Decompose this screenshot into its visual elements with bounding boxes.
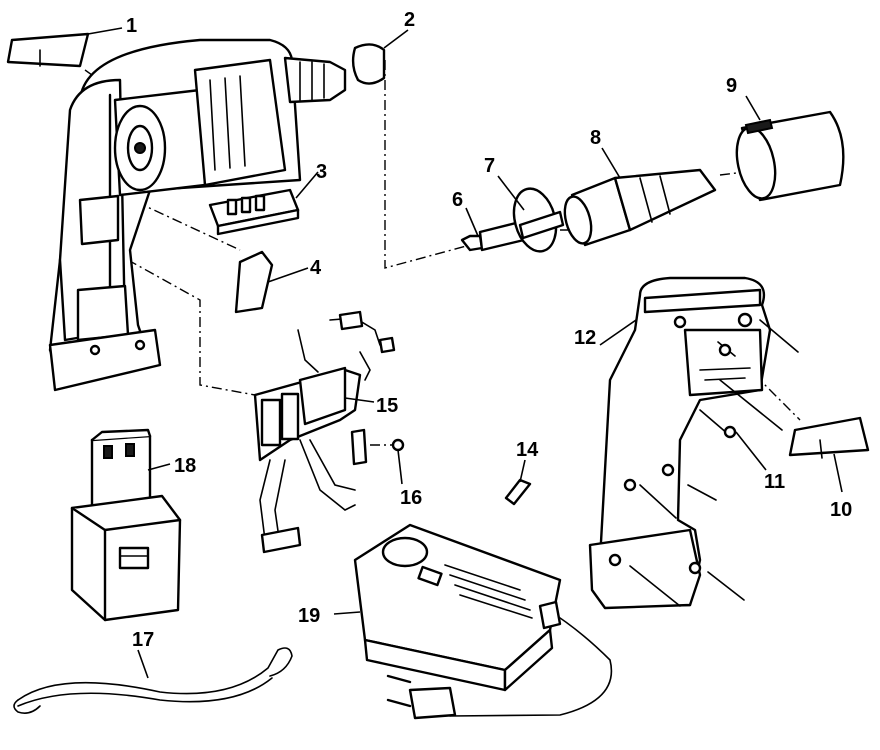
callout-15: 15	[376, 395, 398, 417]
callout-4: 4	[310, 257, 322, 279]
part-12-handle	[588, 276, 772, 610]
part-6-bit	[460, 220, 526, 252]
part-9-collar	[735, 110, 845, 202]
part-1-label-plate	[6, 32, 90, 68]
callout-2: 2	[404, 9, 415, 31]
callout-14: 14	[516, 439, 539, 461]
callout-11: 11	[764, 471, 785, 493]
part-15-switch-assembly	[253, 310, 396, 554]
callout-1: 1	[126, 15, 137, 37]
part-7-ring	[512, 187, 565, 253]
part-10-label-plate	[788, 416, 870, 459]
callout-7: 7	[484, 155, 495, 177]
part-19-charger	[353, 523, 613, 720]
part-4-latch	[234, 250, 274, 314]
callout-19: 19	[298, 605, 320, 627]
callout-3: 3	[316, 161, 327, 183]
leader-lines	[87, 27, 843, 679]
callout-8: 8	[590, 127, 601, 149]
part-14-bit	[504, 478, 532, 506]
callout-9: 9	[726, 75, 737, 97]
callout-10: 10	[830, 499, 852, 521]
part-8-sleeve	[563, 168, 717, 247]
callout-6: 6	[452, 189, 463, 211]
callout-16: 16	[400, 487, 422, 509]
part-3-switch-block	[208, 188, 300, 236]
callout-12: 12	[574, 327, 596, 349]
part-16-screw	[350, 428, 405, 466]
part-11-screws	[608, 312, 799, 607]
part-17-wrist-strap	[13, 647, 293, 714]
callout-18: 18	[174, 455, 196, 477]
part-2-cap	[351, 43, 386, 85]
part-18-battery	[70, 428, 182, 622]
callout-labels: 1 2 3 4 6 7 8 9 10 11 12 14 15 16 17 18 …	[126, 9, 852, 651]
callout-17: 17	[132, 629, 154, 651]
drill-housing	[48, 38, 347, 392]
